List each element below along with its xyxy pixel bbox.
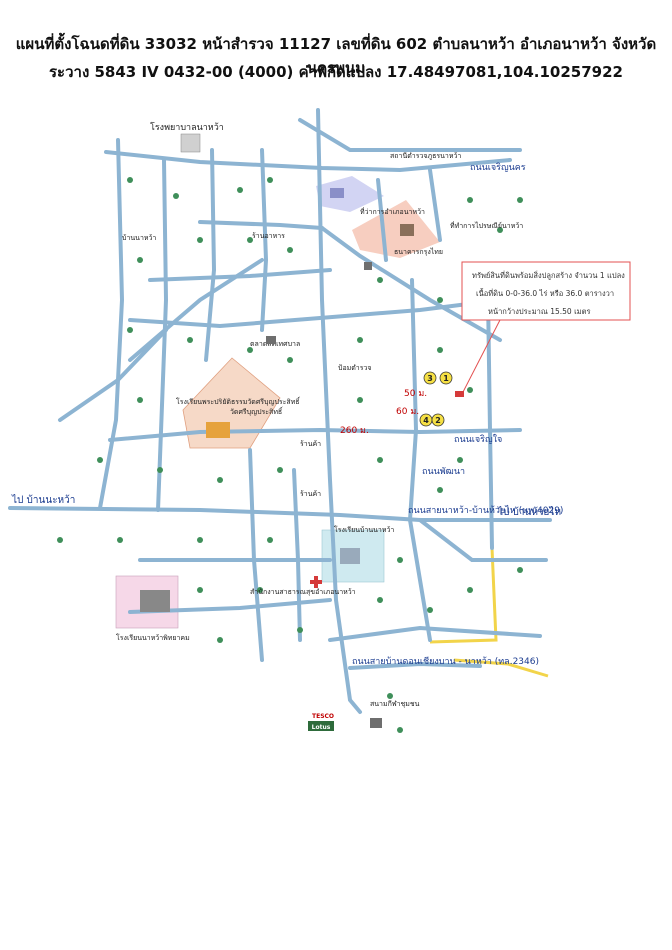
callout-leader [461,319,501,395]
svg-text:TESCO: TESCO [312,713,334,720]
marker-3: 3 [423,371,437,385]
svg-text:2: 2 [435,416,441,425]
map-title: แผนที่ตั้งโฉนดที่ดิน 33032 หน้าสำรวจ 111… [15,35,657,77]
property-marker [455,391,464,397]
yellow-highway-east [429,547,498,644]
svg-text:3: 3 [427,374,433,383]
road-label-mid: ถนนพัฒนา [422,467,465,477]
government-area [352,200,440,258]
callout-line1: ทรัพย์สินที่ดินพร้อมสิ่งปลูกสร้าง จำนวน … [472,270,625,280]
label-school-bottom: โรงเรียนนาหว้าพิทยาคม [116,633,190,642]
callout-line3: หน้ากว้างประมาณ 15.50 เมตร [488,307,590,316]
svg-text:Lotus: Lotus [312,724,331,731]
label-district-office: ที่ว่าการอำเภอนาหว้า [360,207,425,216]
label-shop-1: ร้านค้า [300,440,321,448]
road-label-2346: ถนนสายบ้านดอนเชียงบาน - นาหว้า (ทล.2346) [352,656,539,667]
road-label-top: ถนนเจริญนคร [470,162,526,173]
marker-1: 1 [439,371,453,385]
building-icons [140,188,414,728]
trees [57,177,523,733]
distance-60: 60 ม. [396,407,419,417]
hospital-area [180,133,201,153]
svg-text:1: 1 [443,374,449,383]
road-label-east: ถนนเจริญใจ [454,434,502,445]
road-label-to-naphawa: ไป บ้านนะหว้า [11,494,75,506]
distance-260: 260 ม. [340,426,369,436]
svg-text:4: 4 [423,416,429,425]
label-temple: วัดศรีบุญประสิทธิ์ [230,406,284,416]
police-area [316,176,384,212]
label-post-office: ที่ทำการไปรษณีย์นาหว้า [450,221,523,230]
yellow-highway-south [453,658,549,678]
label-police-station: สถานีตำรวจภูธรนาหว้า [390,152,461,160]
label-hospital: โรงพยาบาลนาหว้า [150,122,224,133]
label-school-center: โรงเรียนบ้านนาหว้า [334,525,394,534]
label-shop-2: ร้านค้า [300,490,321,498]
label-village-a: บ้านนาหว้า [122,234,156,242]
label-restaurant: ร้านอาหาร [252,232,285,240]
label-health-center: สำนักงานสาธารณสุขอำเภอนาหว้า [250,588,356,596]
marker-4: 4 [419,413,433,427]
road-network [8,108,552,714]
marker-2: 2 [431,413,445,427]
label-checkpoint: ป้อมตำรวจ [338,364,372,372]
tesco-lotus-logo: TESCO Lotus [308,713,334,731]
road-label-to-huaithai: ไป บ้านห้วยไห [497,506,561,518]
map-subtitle: ระวาง 5843 IV 0432-00 (4000) ค่าพิกัดแปล… [48,63,623,81]
label-bank: ธนาคารกรุงไทย [394,247,443,256]
label-stadium: สนามกีฬาชุมชน [370,700,420,708]
callout-box [461,261,631,321]
callout-line2: เนื้อที่ดิน 0-0-36.0 ไร่ หรือ 36.0 ตาราง… [476,288,614,298]
distance-50: 50 ม. [404,389,427,399]
road-label-4029: ถนนสายนาหว้า-บ้านห้วยไห (นพ.4029) [408,505,563,516]
red-cross-icon [310,576,322,588]
label-school-left: โรงเรียนพระปริยัติธรรมวัดศรีบุญประสิทธิ์ [176,396,301,406]
